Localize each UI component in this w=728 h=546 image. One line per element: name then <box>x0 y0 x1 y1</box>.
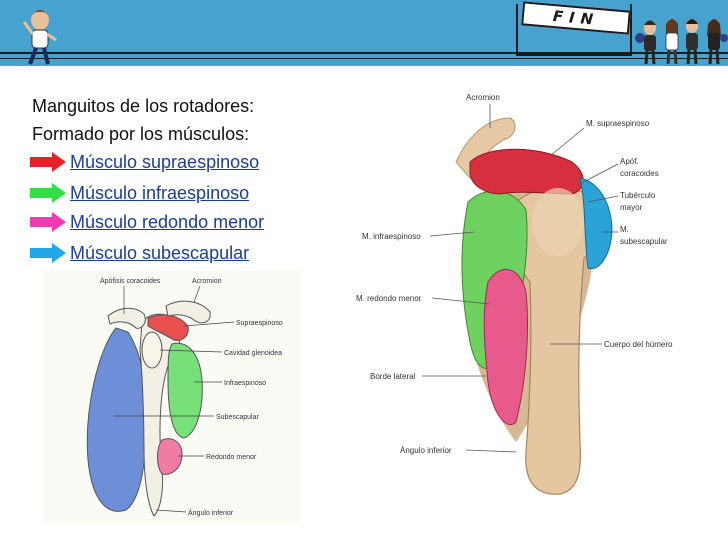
group-avatars <box>635 19 728 65</box>
link-supraespinoso[interactable]: Músculo supraespinoso <box>70 151 260 172</box>
arrow-shape <box>30 152 66 172</box>
avatar <box>22 10 57 65</box>
link-redondo-menor[interactable]: Músculo redondo menor <box>70 211 265 232</box>
scapula-diagram: Apófisis coracoides Acromion Supraespino… <box>44 270 300 522</box>
shoulder-anatomy-diagram: Acromion M. supraespinoso Apóf. coracoid… <box>356 93 673 495</box>
fin-frame <box>516 4 632 56</box>
label-borde: Borde lateral <box>370 372 416 381</box>
label-m: M. <box>620 225 629 234</box>
label-redondo: M. redondo menor <box>356 294 422 303</box>
label-cavidad: Cavidad glenoidea <box>224 350 282 357</box>
label-acromion: Acromion <box>466 93 500 102</box>
label-mayor: mayor <box>620 203 643 212</box>
label-redondo: Redondo menor <box>206 454 257 461</box>
top-bar-line <box>0 52 728 54</box>
top-bar-line <box>0 58 728 59</box>
list-item: Músculo supraespinoso <box>30 150 259 174</box>
label-angulo: Ángulo inferior <box>188 508 234 517</box>
label-apofisis: Apófisis coracoides <box>100 278 161 285</box>
label-apofisis: Apóf. <box>620 157 639 166</box>
label-angulo: Ángulo inferior <box>400 446 452 455</box>
link-subescapular[interactable]: Músculo subescapular <box>70 242 250 263</box>
label-supraespinoso: Supraespinoso <box>236 320 283 327</box>
list-item: Músculo redondo menor <box>30 210 264 234</box>
label-tuberculo: Tubérculo <box>620 191 656 200</box>
link-infraespinoso[interactable]: Músculo infraespinoso <box>70 182 250 203</box>
arrow-right-icon <box>30 212 66 232</box>
heading-line-1: Manguitos de los rotadores: <box>32 96 255 116</box>
heading-line-2: Formado por los músculos: <box>32 124 250 144</box>
label-infraespinoso: Infraespinoso <box>224 380 266 387</box>
arrow-right-icon <box>30 183 66 203</box>
arrow-right-icon <box>30 243 66 263</box>
avatar <box>635 20 656 65</box>
label-subescapular: Subescapular <box>216 414 259 421</box>
label-infraespinoso: M. infraespinoso <box>362 232 421 241</box>
list-item: Músculo infraespinoso <box>30 181 249 205</box>
label-supraespinoso: M. supraespinoso <box>586 119 650 128</box>
label-coracoides: coracoides <box>620 169 659 178</box>
label-cuerpo: Cuerpo del húmero <box>604 340 673 349</box>
arrow-right-icon <box>30 152 66 172</box>
list-item: Músculo subescapular <box>30 241 249 265</box>
label-subescapular: subescapular <box>620 237 668 246</box>
label-acromion: Acromion <box>192 278 222 285</box>
